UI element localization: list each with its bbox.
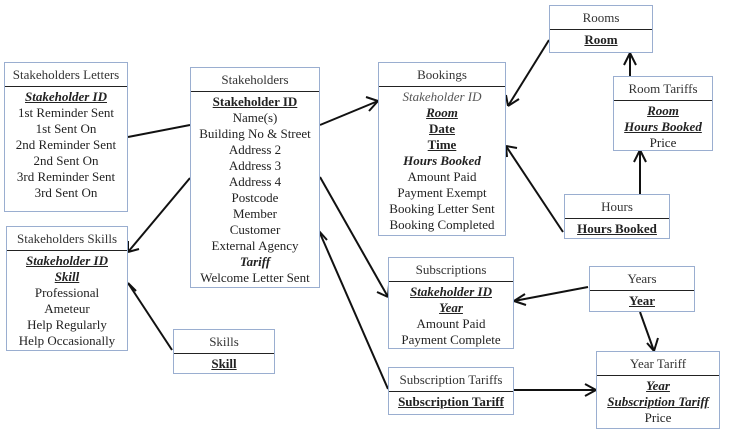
entity-field: Year bbox=[646, 378, 670, 393]
entity-title: Year Tariff bbox=[597, 352, 719, 376]
entity-field: Date bbox=[429, 121, 455, 136]
entity-field: Member bbox=[232, 206, 278, 221]
entity-title: Room Tariffs bbox=[614, 77, 712, 101]
entity-field: Price bbox=[649, 135, 677, 150]
entity-field: Stakeholder ID bbox=[212, 94, 298, 109]
entity-field: Stakeholder ID bbox=[410, 284, 492, 299]
rel-letters-stakeholders bbox=[127, 124, 191, 138]
rel-subtariffs-yeartariff bbox=[514, 383, 597, 397]
entity-field: Welcome Letter Sent bbox=[200, 270, 310, 285]
entity-field: Amount Paid bbox=[407, 169, 477, 184]
entity-title: Rooms bbox=[550, 6, 652, 30]
entity-field: Hours Booked bbox=[577, 221, 657, 236]
entity-title: Bookings bbox=[379, 63, 505, 87]
entity-field: Room bbox=[584, 32, 618, 47]
entity-field: Room bbox=[647, 103, 679, 118]
entity-title: Subscription Tariffs bbox=[389, 368, 513, 392]
rel-bookings-hours bbox=[505, 145, 564, 233]
entity-title: Skills bbox=[174, 330, 274, 354]
entity-fields: Room bbox=[550, 30, 652, 50]
entity-fields: Hours Booked bbox=[565, 219, 669, 239]
entity-title: Stakeholders Letters bbox=[5, 63, 127, 87]
rel-tariffs-hours bbox=[633, 149, 647, 194]
entity-field: Subscription Tariff bbox=[398, 394, 504, 409]
rel-rooms-tariffs bbox=[623, 52, 637, 76]
entity-title: Subscriptions bbox=[389, 258, 513, 282]
entity-field: Postcode bbox=[231, 190, 279, 205]
entity-field: Booking Letter Sent bbox=[389, 201, 495, 216]
entity-field: Help Occasionally bbox=[18, 333, 116, 348]
entity-field: 2nd Reminder Sent bbox=[15, 137, 117, 152]
entity-field: 3rd Sent On bbox=[34, 185, 98, 200]
entity-field: 1st Sent On bbox=[35, 121, 97, 136]
entity-field: Building No & Street bbox=[199, 126, 311, 141]
rel-stakeholders-skills bbox=[127, 177, 191, 253]
entity-field: Hours Booked bbox=[403, 153, 481, 168]
entity-field: Hours Booked bbox=[624, 119, 702, 134]
entity-field: Price bbox=[644, 410, 672, 425]
entity-field: Name(s) bbox=[232, 110, 278, 125]
entity-hours[interactable]: Hours Hours Booked bbox=[564, 194, 670, 239]
entity-title: Years bbox=[590, 267, 694, 291]
rel-skillslink-skills bbox=[123, 282, 173, 351]
entity-field: Tariff bbox=[239, 254, 271, 269]
entity-field: 1st Reminder Sent bbox=[17, 105, 115, 120]
entity-field: Address 4 bbox=[228, 174, 282, 189]
rel-bookings-rooms bbox=[505, 39, 550, 107]
entity-field: Payment Exempt bbox=[397, 185, 487, 200]
entity-fields: Subscription Tariff bbox=[389, 392, 513, 412]
entity-field: Address 2 bbox=[228, 142, 282, 157]
entity-title: Hours bbox=[565, 195, 669, 219]
entity-title: Stakeholders Skills bbox=[7, 227, 127, 251]
rel-subscriptions-years bbox=[513, 286, 589, 306]
entity-fields: Skill bbox=[174, 354, 274, 374]
entity-field: External Agency bbox=[211, 238, 299, 253]
entity-field: Address 3 bbox=[228, 158, 282, 173]
entity-field: Stakeholder ID bbox=[25, 89, 107, 104]
entity-field: Booking Completed bbox=[389, 217, 495, 232]
entity-rooms[interactable]: Rooms Room bbox=[549, 5, 653, 53]
entity-field: Stakeholder ID bbox=[26, 253, 108, 268]
entity-field: Ameteur bbox=[44, 301, 90, 316]
entity-field: Amount Paid bbox=[416, 316, 486, 331]
entity-field: Year bbox=[629, 293, 655, 308]
rel-stakeholders-subtariffs bbox=[314, 230, 389, 390]
entity-title: Stakeholders bbox=[191, 68, 319, 92]
entity-fields: Year bbox=[590, 291, 694, 311]
entity-field: Professional bbox=[34, 285, 100, 300]
rel-years-yeartariff bbox=[639, 311, 659, 352]
entity-field: Subscription Tariff bbox=[607, 394, 709, 409]
entity-years[interactable]: Years Year bbox=[589, 266, 695, 312]
entity-field: Skill bbox=[211, 356, 237, 371]
entity-field: Customer bbox=[229, 222, 281, 237]
entity-field: Time bbox=[427, 137, 457, 152]
entity-field: Room bbox=[426, 105, 458, 120]
entity-skills[interactable]: Skills Skill bbox=[173, 329, 275, 374]
entity-field: 2nd Sent On bbox=[33, 153, 99, 168]
entity-subscription-tariffs[interactable]: Subscription Tariffs Subscription Tariff bbox=[388, 367, 514, 415]
entity-field: Help Regularly bbox=[27, 317, 107, 332]
entity-field: Payment Complete bbox=[401, 332, 501, 347]
rel-stakeholders-bookings bbox=[319, 96, 379, 126]
entity-field: 3rd Reminder Sent bbox=[16, 169, 116, 184]
entity-field: Year bbox=[439, 300, 463, 315]
entity-field: Stakeholder ID bbox=[402, 89, 482, 104]
entity-field: Skill bbox=[54, 269, 80, 284]
